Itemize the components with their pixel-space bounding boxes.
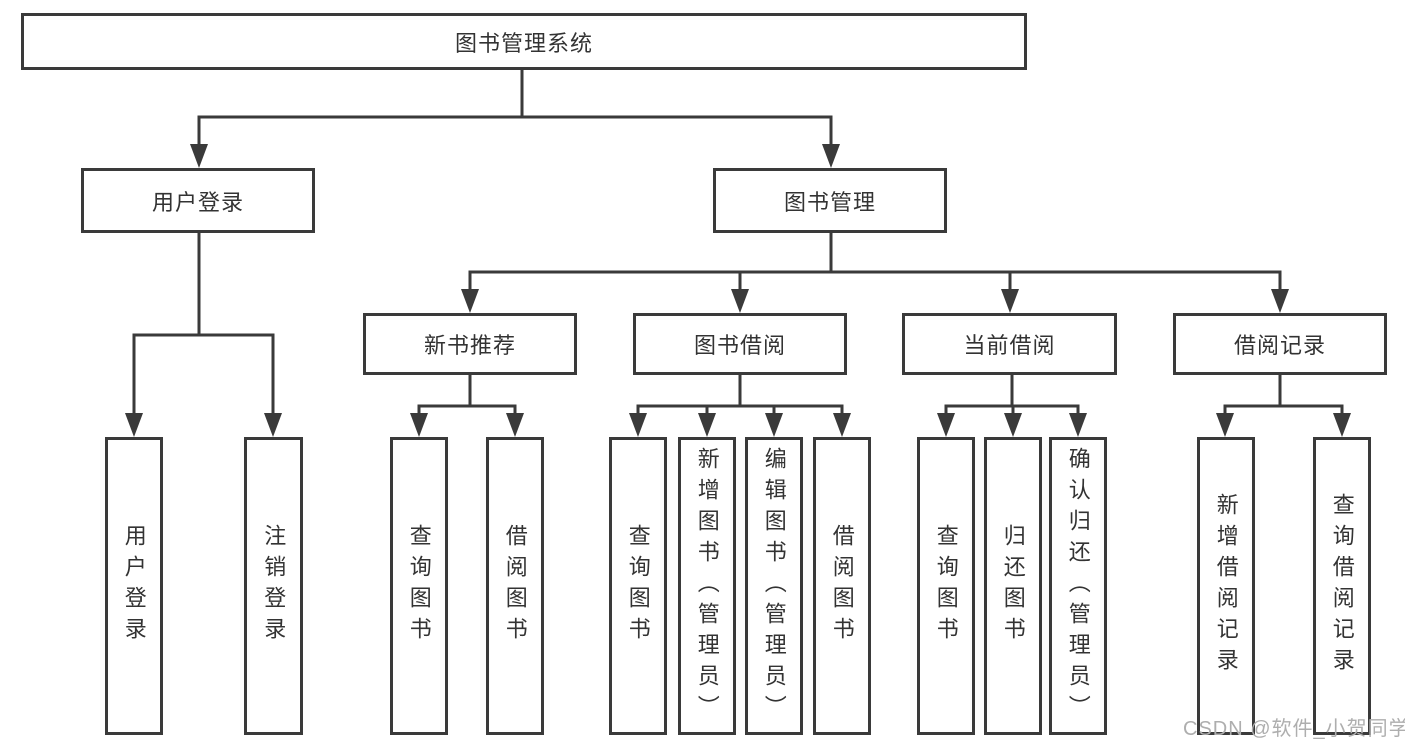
connector-root-to-level2 [197,68,833,154]
connector-mgmt-to-level3 [468,231,1282,300]
leaf-add-books-admin: 新增图书（管理员） [678,437,736,735]
node-new-book-recommend-label: 新书推荐 [423,333,516,358]
leaf-query-borrow-record-label: 查询借阅记录 [1329,493,1355,679]
leaf-query-books-recommend-label: 查询图书 [406,524,432,648]
connector-level3-to-leaves [417,373,1344,424]
node-borrowing-records-label: 借阅记录 [1233,333,1326,358]
node-book-management-label: 图书管理 [783,189,876,215]
leaf-user-login: 用户登录 [105,437,163,735]
leaf-query-borrow-record: 查询借阅记录 [1313,437,1371,735]
leaf-user-login-label: 用户登录 [121,524,147,648]
leaf-logout-label: 注销登录 [261,524,287,648]
node-library-system-label: 图书管理系统 [454,30,593,56]
node-new-book-recommend: 新书推荐 [363,313,577,375]
leaf-add-books-admin-label: 新增图书（管理员） [694,446,720,726]
leaf-query-books-borrowing: 查询图书 [609,437,667,735]
leaf-query-books-recommend: 查询图书 [390,437,448,735]
leaf-logout: 注销登录 [244,437,303,735]
leaf-borrow-books-recommend: 借阅图书 [486,437,544,735]
leaf-add-borrow-record-label: 新增借阅记录 [1213,493,1239,679]
node-current-borrowing: 当前借阅 [902,313,1117,375]
leaf-borrow-books-recommend-label: 借阅图书 [502,524,528,648]
leaf-borrow-books-borrowing-label: 借阅图书 [829,524,855,648]
leaf-query-books-borrowing-label: 查询图书 [625,524,651,648]
csdn-watermark: CSDN @软件_小贺同学 [1183,718,1405,740]
node-user-login-label: 用户登录 [151,189,244,215]
leaf-confirm-return-admin: 确认归还（管理员） [1049,437,1107,735]
leaf-add-borrow-record: 新增借阅记录 [1197,437,1255,735]
node-book-borrowing: 图书借阅 [633,313,847,375]
leaf-query-books-current-label: 查询图书 [933,524,959,648]
node-current-borrowing-label: 当前借阅 [963,333,1056,358]
node-borrowing-records: 借阅记录 [1173,313,1387,375]
leaf-confirm-return-admin-label: 确认归还（管理员） [1065,446,1091,726]
leaf-query-books-current: 查询图书 [917,437,975,735]
node-library-system: 图书管理系统 [21,13,1027,70]
node-book-management: 图书管理 [713,168,947,233]
leaf-return-books: 归还图书 [984,437,1042,735]
node-user-login: 用户登录 [81,168,315,233]
leaf-edit-books-admin: 编辑图书（管理员） [745,437,803,735]
leaf-edit-books-admin-label: 编辑图书（管理员） [761,446,787,726]
connector-login-to-leaves [132,231,275,424]
arrow-heads [125,144,1351,437]
node-book-borrowing-label: 图书借阅 [693,333,786,358]
leaf-borrow-books-borrowing: 借阅图书 [813,437,871,735]
leaf-return-books-label: 归还图书 [1000,524,1026,648]
